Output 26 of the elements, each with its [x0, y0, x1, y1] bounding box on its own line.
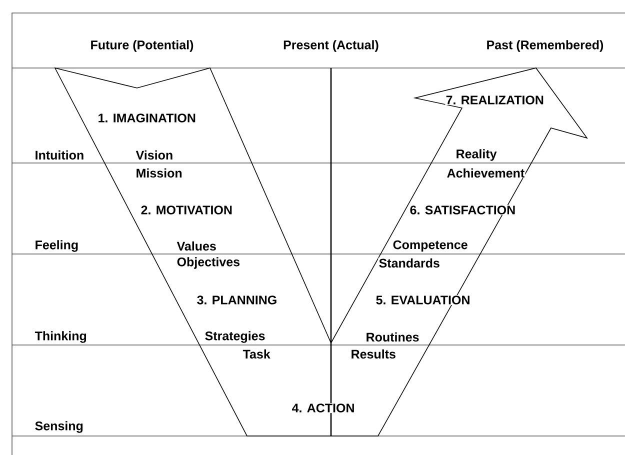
stage-label: 3. PLANNING [196, 294, 278, 306]
stage-label: 1. IMAGINATION [97, 112, 197, 124]
item-label: Competence [392, 240, 468, 252]
column-heading: Past (Remembered) [486, 40, 604, 52]
item-label: Task [242, 348, 271, 360]
column-heading: Future (Potential) [90, 40, 194, 52]
item-label: Routines [365, 332, 420, 342]
stage-label: 6. SATISFACTION [409, 204, 516, 216]
stage-label: 4. ACTION [291, 402, 356, 414]
item-label: Achievement [446, 168, 526, 178]
item-label: Objectives [176, 256, 241, 270]
item-label: Standards [378, 258, 441, 268]
item-label: Mission [135, 168, 183, 178]
stage-label: 7. REALIZATION [445, 94, 545, 106]
item-label: Results [350, 348, 397, 360]
item-label: Reality [455, 148, 498, 162]
row-label: Sensing [34, 420, 84, 434]
item-label: Vision [135, 150, 174, 160]
column-heading: Present (Actual) [282, 40, 380, 52]
item-label: Strategies [204, 330, 266, 344]
stage-label: 5. EVALUATION [375, 294, 471, 306]
item-label: Values [176, 240, 218, 252]
stage-label: 2. MOTIVATION [140, 204, 234, 216]
row-label: Thinking [34, 330, 88, 344]
row-label: Intuition [34, 150, 85, 160]
row-label: Feeling [34, 240, 80, 252]
